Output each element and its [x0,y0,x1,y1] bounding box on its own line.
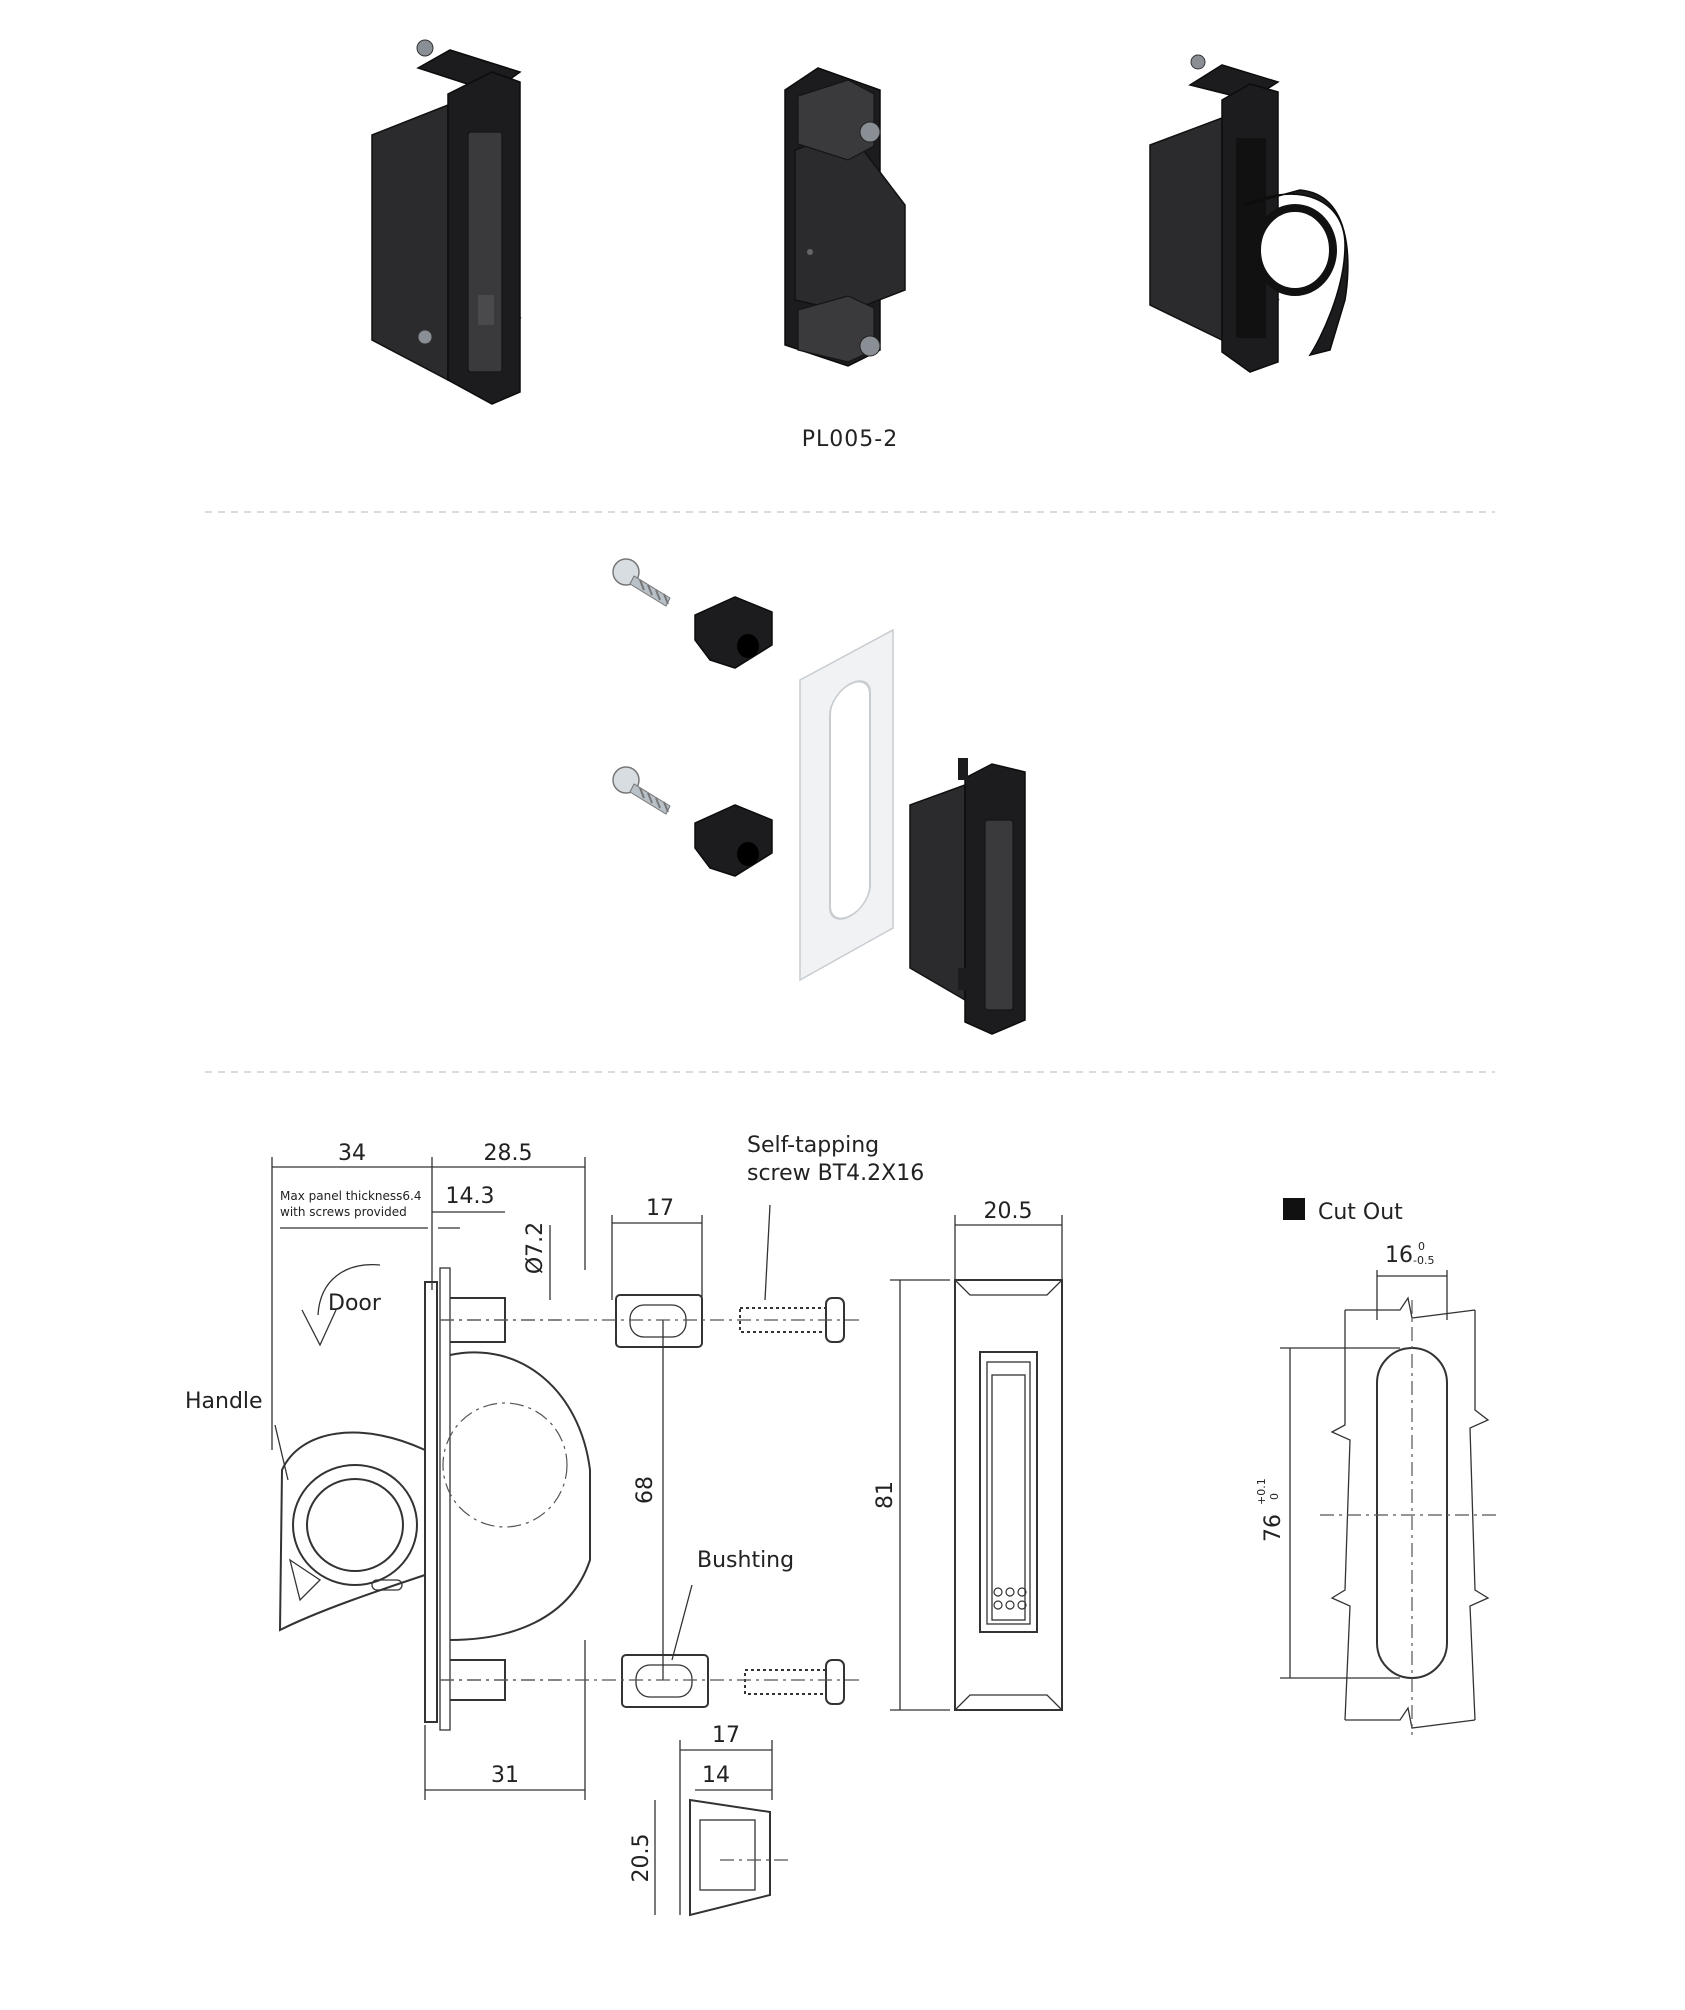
panel-plate [799,628,894,982]
door-label: Door [328,1291,382,1316]
dim-31: 31 [491,1763,519,1788]
cut-out-marker-square [1283,1198,1305,1220]
latch-render-front [371,39,522,405]
screw-lower [612,766,671,815]
latch-render-open-handle [1149,54,1349,373]
screw-drawing: Self-tapping screw BT4.2X16 [440,1133,924,1705]
dim-14: 14 [702,1763,730,1788]
screw-label-line2: screw BT4.2X16 [747,1161,924,1186]
bushing-upper [694,596,773,669]
front-view-drawing: 20.5 81 [873,1199,1063,1711]
dim-17-top: 17 [646,1196,674,1221]
bushing-label: Bushting [697,1548,794,1573]
side-view-drawing: 34 28.5 14.3 Max panel thickness6.4 with… [185,1141,591,1800]
model-code-label: PL005-2 [802,427,898,452]
dim-16: 16 [1385,1243,1413,1268]
cut-out-drawing: Cut Out 16 0 -0.5 76 +0.1 0 [1255,1198,1500,1735]
dim-28-5: 28.5 [484,1141,533,1166]
bushing-drawing: 17 68 Bushting 17 14 20.5 [611,1196,794,1917]
dim-81: 81 [873,1481,898,1509]
handle-label: Handle [185,1389,263,1414]
panel-note-line1: Max panel thickness6.4 [280,1189,422,1203]
dim-14-3: 14.3 [446,1184,495,1209]
bushing-lower [694,804,773,877]
dim-76-tol-upper: +0.1 [1255,1478,1268,1505]
latch-render-back [784,67,906,367]
screw-label-line1: Self-tapping [747,1133,879,1158]
dim-20-5-front: 20.5 [984,1199,1033,1224]
cut-out-label: Cut Out [1318,1200,1403,1225]
dim-20-5-bushing: 20.5 [629,1834,654,1883]
screw-upper [612,558,671,607]
dim-16-tol-lower: -0.5 [1413,1254,1434,1267]
exploded-view [612,558,1026,1035]
dim-68: 68 [633,1476,658,1504]
dim-diameter-7-2: Ø7.2 [523,1222,548,1274]
dim-17-bottom: 17 [712,1723,740,1748]
panel-note-line2: with screws provided [280,1205,407,1219]
latch-body-exploded [909,758,1026,1035]
dim-34: 34 [338,1141,366,1166]
dim-76-tol-lower: 0 [1268,1493,1281,1500]
dim-16-tol-upper: 0 [1418,1240,1425,1253]
dim-76: 76 [1261,1514,1286,1542]
